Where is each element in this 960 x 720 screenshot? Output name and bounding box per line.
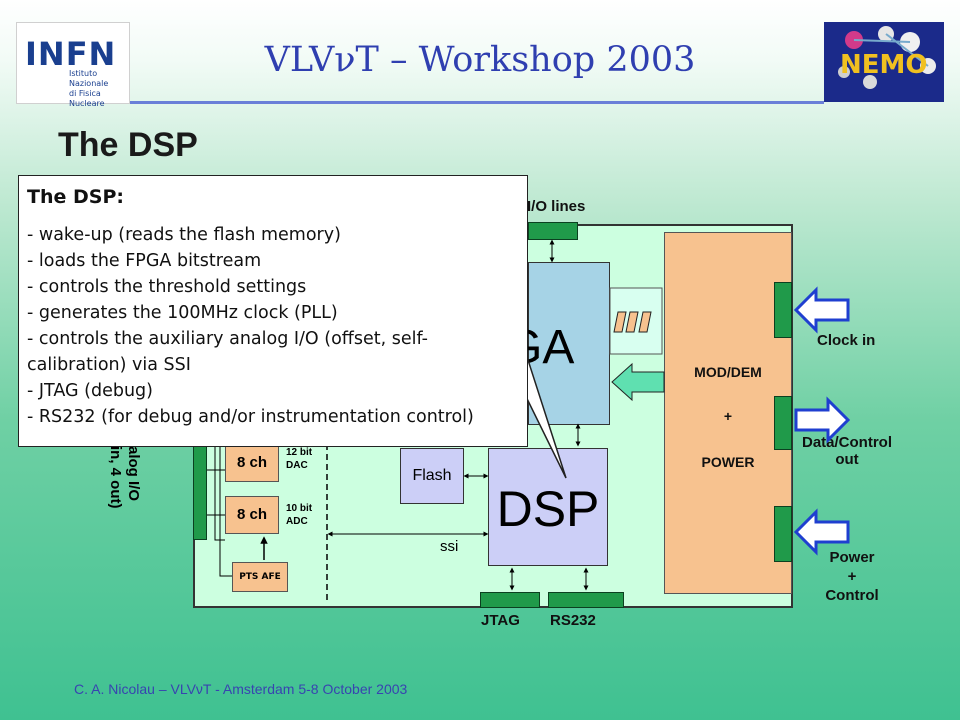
header-divider: [130, 101, 824, 104]
footer-text: C. A. Nicolau – VLVνT - Amsterdam 5-8 Oc…: [74, 681, 408, 697]
power-control-line2: +: [847, 568, 857, 585]
callout-item: - wake-up (reads the flash memory): [27, 225, 341, 245]
adc-bits-label: 10 bit ADC: [286, 502, 312, 528]
power-control-port: [774, 506, 792, 562]
callout-item: - controls the threshold settings: [27, 277, 307, 297]
moddem-plus: +: [723, 408, 733, 424]
pts-afe-block: PTS AFE: [232, 562, 288, 592]
callout-item: - JTAG (debug): [27, 381, 153, 401]
rs232-port: [548, 592, 624, 608]
clock-in-arrow: [793, 286, 850, 334]
dac-bits-line2: DAC: [286, 460, 308, 471]
data-control-out-label: Data/Control out: [800, 434, 894, 468]
clock-in-port: [774, 282, 792, 338]
nemo-logo-text: NEMO: [840, 50, 928, 80]
power-control-arrow: [793, 508, 850, 556]
infn-logo: INFN Istituto Nazionale di Fisica Nuclea…: [16, 22, 130, 108]
ssi-label: ssi: [440, 538, 459, 555]
dac-bits-line1: 12 bit: [286, 447, 313, 458]
adc-8ch-box: 8 ch: [225, 496, 279, 534]
adc-bits-line1: 10 bit: [286, 503, 313, 514]
power-control-line1: Power: [829, 549, 875, 566]
clock-in-label: Clock in: [817, 332, 876, 349]
analog-line-pts: [219, 444, 232, 577]
nemo-logo-graphic: [838, 26, 936, 89]
power-label: POWER: [701, 454, 755, 470]
fpga-block: [528, 262, 610, 425]
io-lines-label: I/O lines: [527, 198, 586, 215]
infn-subtitle-line1: Istituto Nazionale: [69, 69, 109, 88]
moddem-to-fpga-arrow: [611, 362, 665, 402]
dsp-label: DSP: [496, 481, 600, 537]
dsp-block: [488, 448, 608, 566]
infn-logo-subtitle: Istituto Nazionale di Fisica Nucleare: [69, 69, 129, 109]
moddem-power-block: [664, 232, 792, 594]
infn-logo-text: INFN: [25, 35, 117, 73]
analog-line-dac: [207, 443, 225, 541]
callout-item: - loads the FPGA bitstream: [27, 251, 262, 271]
dsp-info-callout: The DSP: - wake-up (reads the flash memo…: [18, 175, 528, 447]
jtag-label: JTAG: [481, 612, 520, 629]
callout-item: - RS232 (for debug and/or instrumentatio…: [27, 407, 474, 427]
jtag-port: [480, 592, 540, 608]
callout-heading: The DSP:: [27, 186, 124, 208]
callout-item: - generates the 100MHz clock (PLL): [27, 303, 338, 323]
dac-bits-label: 12 bit DAC: [286, 446, 312, 472]
power-control-line3: Control: [825, 587, 879, 604]
moddem-label: MOD/DEM: [694, 364, 762, 380]
fpga-moddem-bus: [609, 287, 663, 355]
adc-bits-line2: ADC: [286, 516, 308, 527]
data-control-line2: out: [835, 451, 859, 468]
rs232-label: RS232: [550, 612, 596, 629]
data-control-port: [774, 396, 792, 450]
data-control-line1: Data/Control: [802, 434, 892, 451]
header-title: VLVνT – Workshop 2003: [264, 40, 696, 80]
callout-item: - controls the auxiliary analog I/O (off…: [27, 329, 428, 375]
power-control-label: Power + Control: [808, 548, 896, 605]
data-control-out-arrow: [794, 396, 851, 444]
nemo-logo: NEMO: [824, 22, 944, 102]
flash-block: Flash: [400, 448, 464, 504]
dac-8ch-box: 8 ch: [225, 444, 279, 482]
slide-title: The DSP: [58, 126, 198, 164]
infn-subtitle-line2: di Fisica Nucleare: [69, 89, 105, 108]
